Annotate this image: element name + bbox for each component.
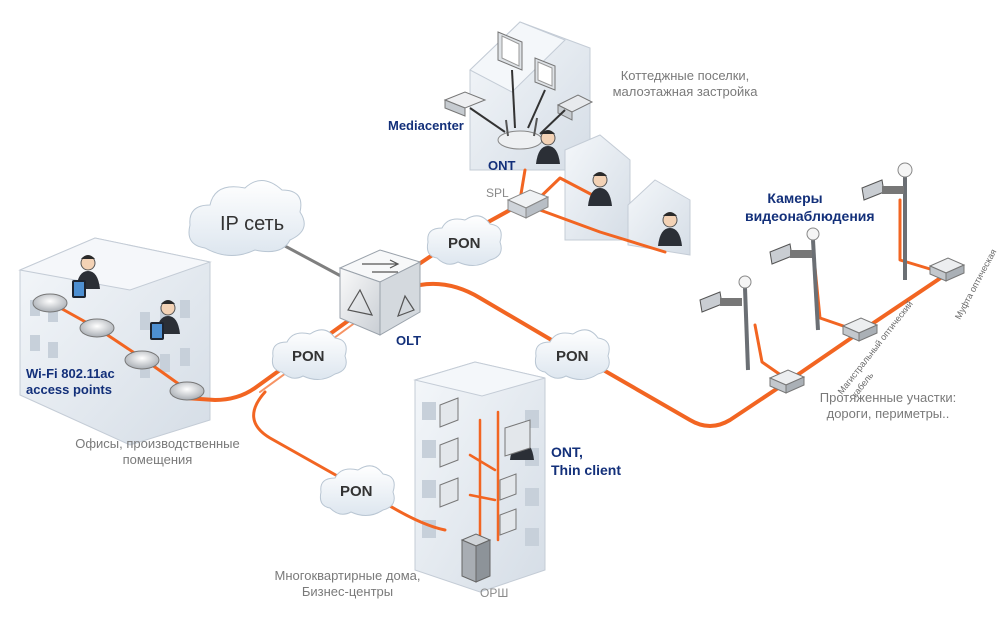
access-point-icons	[32, 293, 205, 401]
offices-caption: Офисы, производственные помещения	[75, 436, 240, 468]
camera-icon	[861, 179, 904, 201]
camera-icon	[699, 291, 742, 313]
orsh-label: ОРШ	[480, 586, 509, 600]
trunk-cable-label-line1: Магистральный оптический	[836, 299, 915, 396]
apartments-caption: Многоквартирные дома, Бизнес-центры	[274, 568, 421, 600]
pon-cloud-icons	[271, 215, 610, 516]
router-icon	[497, 117, 543, 150]
extended-sections-caption: Протяженные участки: дороги, периметры..	[819, 390, 957, 422]
camera-poles	[699, 162, 913, 371]
ont-top-label: ONT	[488, 158, 516, 173]
phone-icon	[556, 94, 594, 121]
spl-label: SPL	[486, 186, 509, 200]
cabinet-icon	[460, 533, 492, 583]
device-links	[469, 69, 566, 135]
camera-icon	[769, 243, 812, 265]
cottages-caption: Коттеджные поселки, малоэтажная застройк…	[612, 68, 758, 100]
tablet-icon	[72, 280, 164, 340]
monitor-icon	[497, 31, 556, 91]
splice-box-icons	[768, 257, 966, 394]
mediacenter-label: Mediacenter	[388, 118, 464, 133]
olt-label: OLT	[396, 333, 422, 348]
wifi-ap-caption: Wi-Fi 802.11ac access points	[26, 366, 115, 398]
ip-cloud-icon	[188, 180, 305, 256]
cameras-caption: Камеры видеонаблюдения	[745, 190, 875, 224]
mediacenter-box-icon	[443, 91, 487, 117]
olt-switch-icon	[338, 249, 422, 336]
pon-label-top: PON	[448, 235, 481, 252]
splitter-icon	[506, 189, 550, 219]
ip-network-label: IP сеть	[220, 213, 284, 235]
apartment-ont-icons	[439, 397, 531, 536]
pon-label-right: PON	[556, 348, 589, 365]
splice-closure-label: Муфта оптическая	[953, 247, 998, 321]
pon-label-bottom: PON	[340, 483, 373, 500]
ont-thin-client-caption: ONT, Thin client	[551, 444, 621, 478]
pon-label-left: PON	[292, 348, 325, 365]
